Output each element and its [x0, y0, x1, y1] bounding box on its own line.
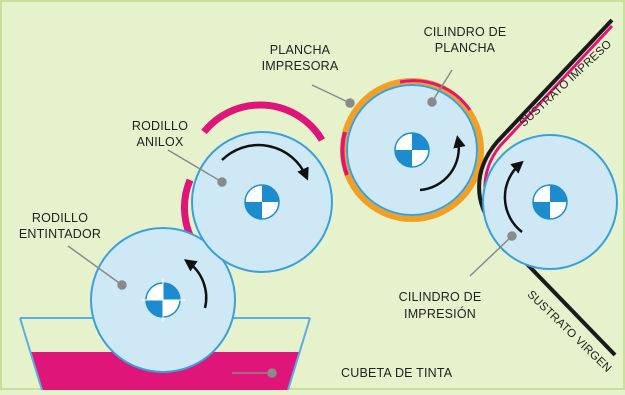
label-cilindro-plancha-2: PLANCHA — [435, 41, 496, 55]
axis-marker-icon — [244, 184, 280, 220]
label-sustrato-virgen: SUSTRATO VIRGEN — [525, 289, 614, 375]
label-plancha-impresora-2: IMPRESORA — [262, 59, 339, 73]
plate-ink-top — [399, 79, 472, 111]
label-rodillo-entintador-2: ENTINTADOR — [19, 227, 101, 241]
rotation-arrow-icon — [183, 259, 208, 309]
rotation-arrow-icon — [221, 143, 309, 181]
plate-ink-edge — [340, 131, 349, 176]
axis-marker-icon — [394, 132, 430, 168]
label-cilindro-impresion-2: IMPRESIÓN — [404, 306, 476, 321]
axis-marker-icon — [532, 184, 568, 220]
label-cilindro-plancha-1: CILINDRO DE — [424, 25, 507, 39]
axis-marker-icon — [141, 278, 185, 322]
label-plancha-impresora-1: PLANCHA — [270, 43, 331, 57]
rotation-arrow-icon — [419, 135, 466, 192]
label-cilindro-impresion-1: CILINDRO DE — [399, 290, 482, 304]
label-sustrato-impreso: SUSTRATO IMPRESO — [518, 38, 615, 129]
label-rodillo-anilox-1: RODILLO — [132, 119, 188, 133]
label-rodillo-entintador-1: RODILLO — [32, 211, 88, 225]
label-rodillo-anilox-2: ANILOX — [136, 135, 184, 149]
rotation-arrow-icon — [503, 160, 524, 233]
label-cubeta-de-tinta: CUBETA DE TINTA — [341, 366, 453, 380]
leader-lines — [67, 69, 517, 378]
